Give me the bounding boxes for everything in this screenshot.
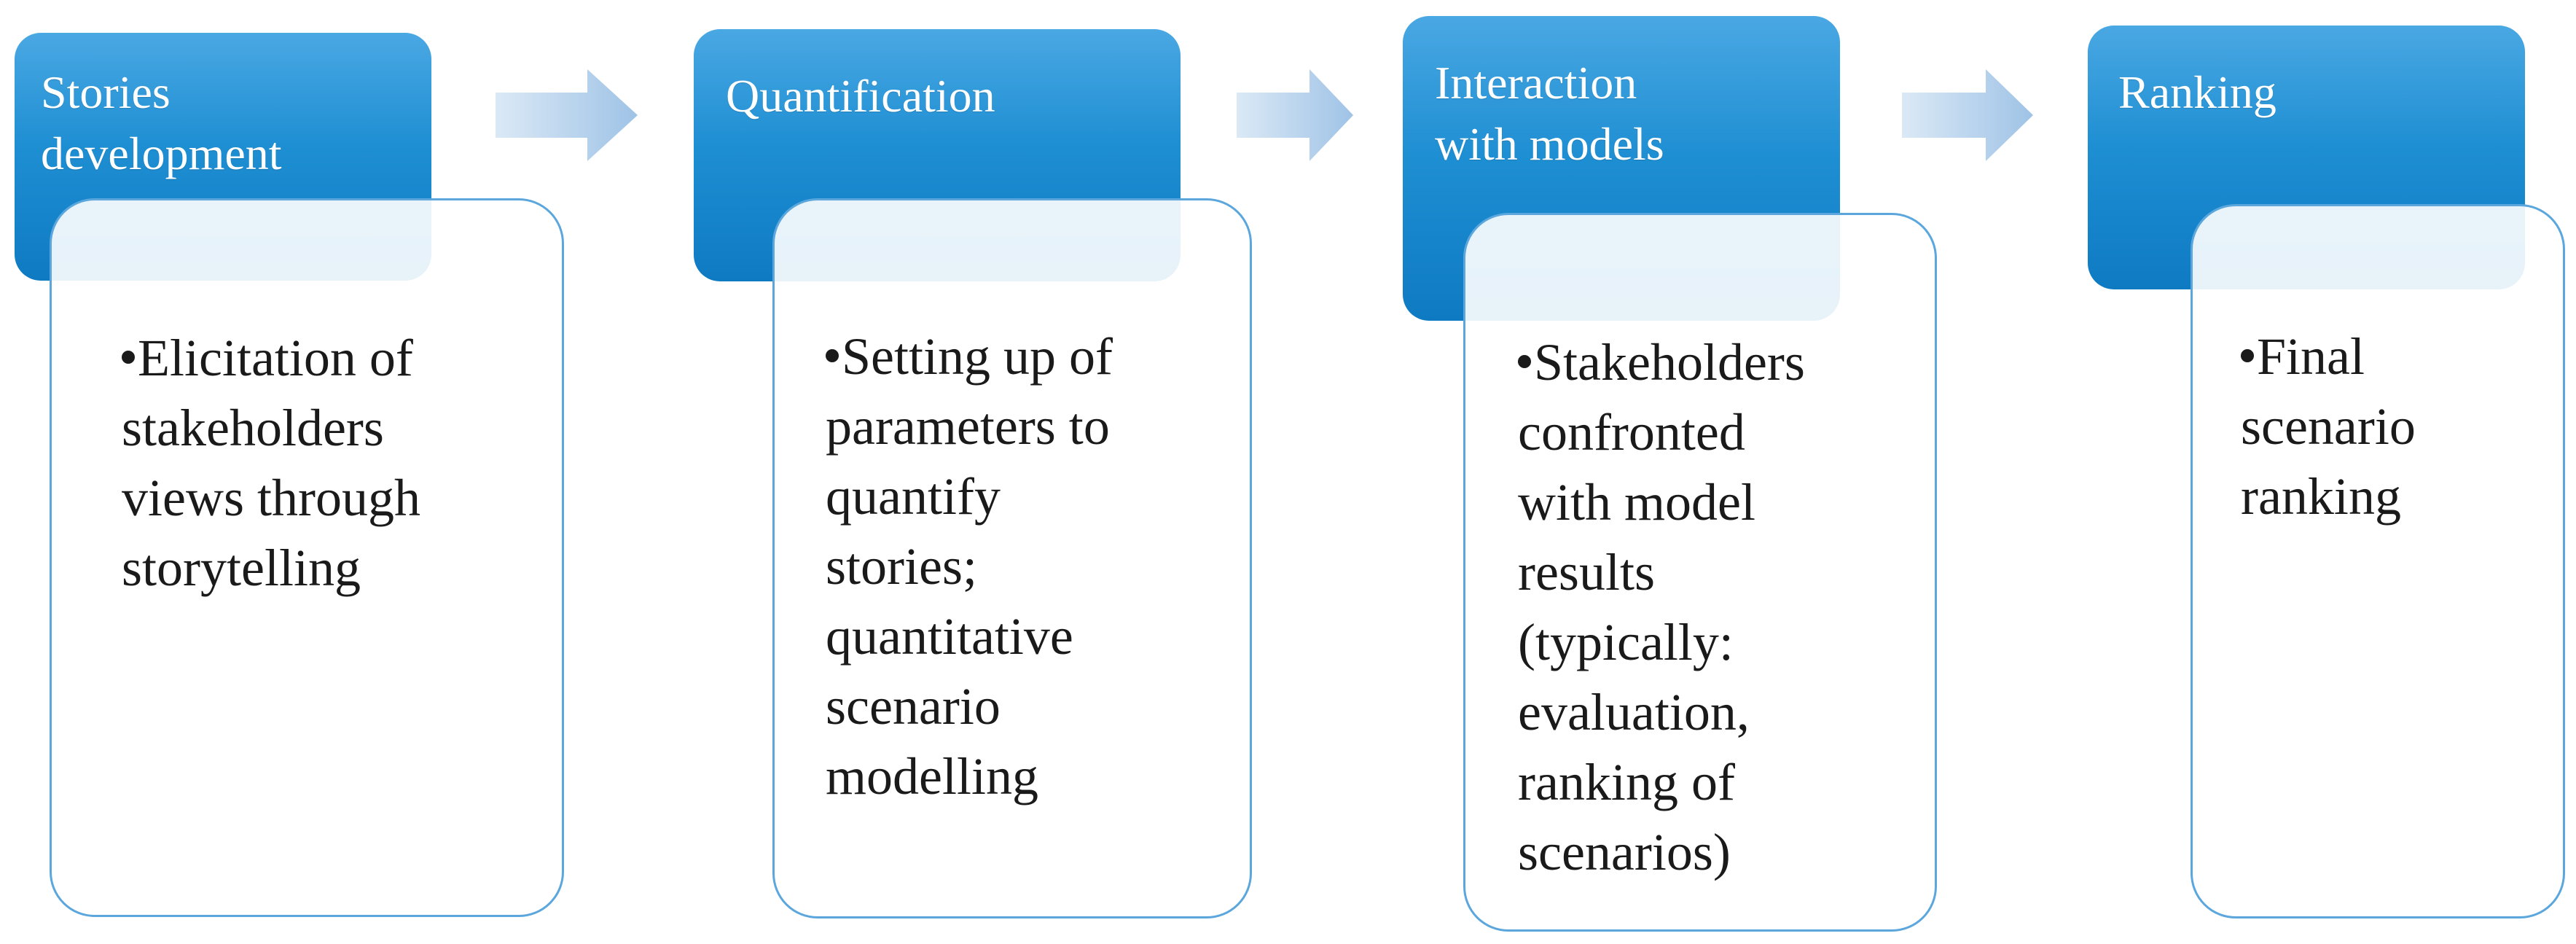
step-2-title: Quantification bbox=[726, 70, 995, 122]
bullet-icon bbox=[2241, 349, 2254, 363]
right-arrow-icon bbox=[1902, 69, 2033, 161]
step-3-box: Stakeholders confronted with model resul… bbox=[1463, 213, 1937, 932]
step-3-bullet: Stakeholders confronted with model resul… bbox=[1518, 257, 1805, 887]
step-4-bullet-text: Final scenario ranking bbox=[2241, 327, 2416, 526]
bullet-icon bbox=[122, 351, 135, 364]
step-2-bullet: Setting up of parameters to quantify sto… bbox=[826, 251, 1113, 811]
step-1-box: Elicitation of stakeholders views throug… bbox=[50, 198, 564, 917]
step-1-bullet: Elicitation of stakeholders views throug… bbox=[122, 253, 420, 603]
step-4-box: Final scenario ranking bbox=[2191, 204, 2565, 918]
bullet-icon bbox=[826, 349, 839, 363]
step-1-title: Stories development bbox=[41, 66, 282, 179]
step-3-bullet-text: Stakeholders confronted with model resul… bbox=[1518, 333, 1805, 881]
step-2-bullet-text: Setting up of parameters to quantify sto… bbox=[826, 327, 1113, 805]
right-arrow-icon bbox=[1237, 69, 1353, 161]
step-2-box: Setting up of parameters to quantify sto… bbox=[772, 198, 1252, 918]
step-4-title: Ranking bbox=[2118, 66, 2276, 118]
right-arrow-icon bbox=[496, 69, 638, 161]
step-4-bullet: Final scenario ranking bbox=[2241, 251, 2416, 531]
bullet-icon bbox=[1518, 355, 1531, 369]
step-1-bullet-text: Elicitation of stakeholders views throug… bbox=[122, 329, 420, 597]
step-3-title: Interaction with models bbox=[1435, 57, 1664, 170]
